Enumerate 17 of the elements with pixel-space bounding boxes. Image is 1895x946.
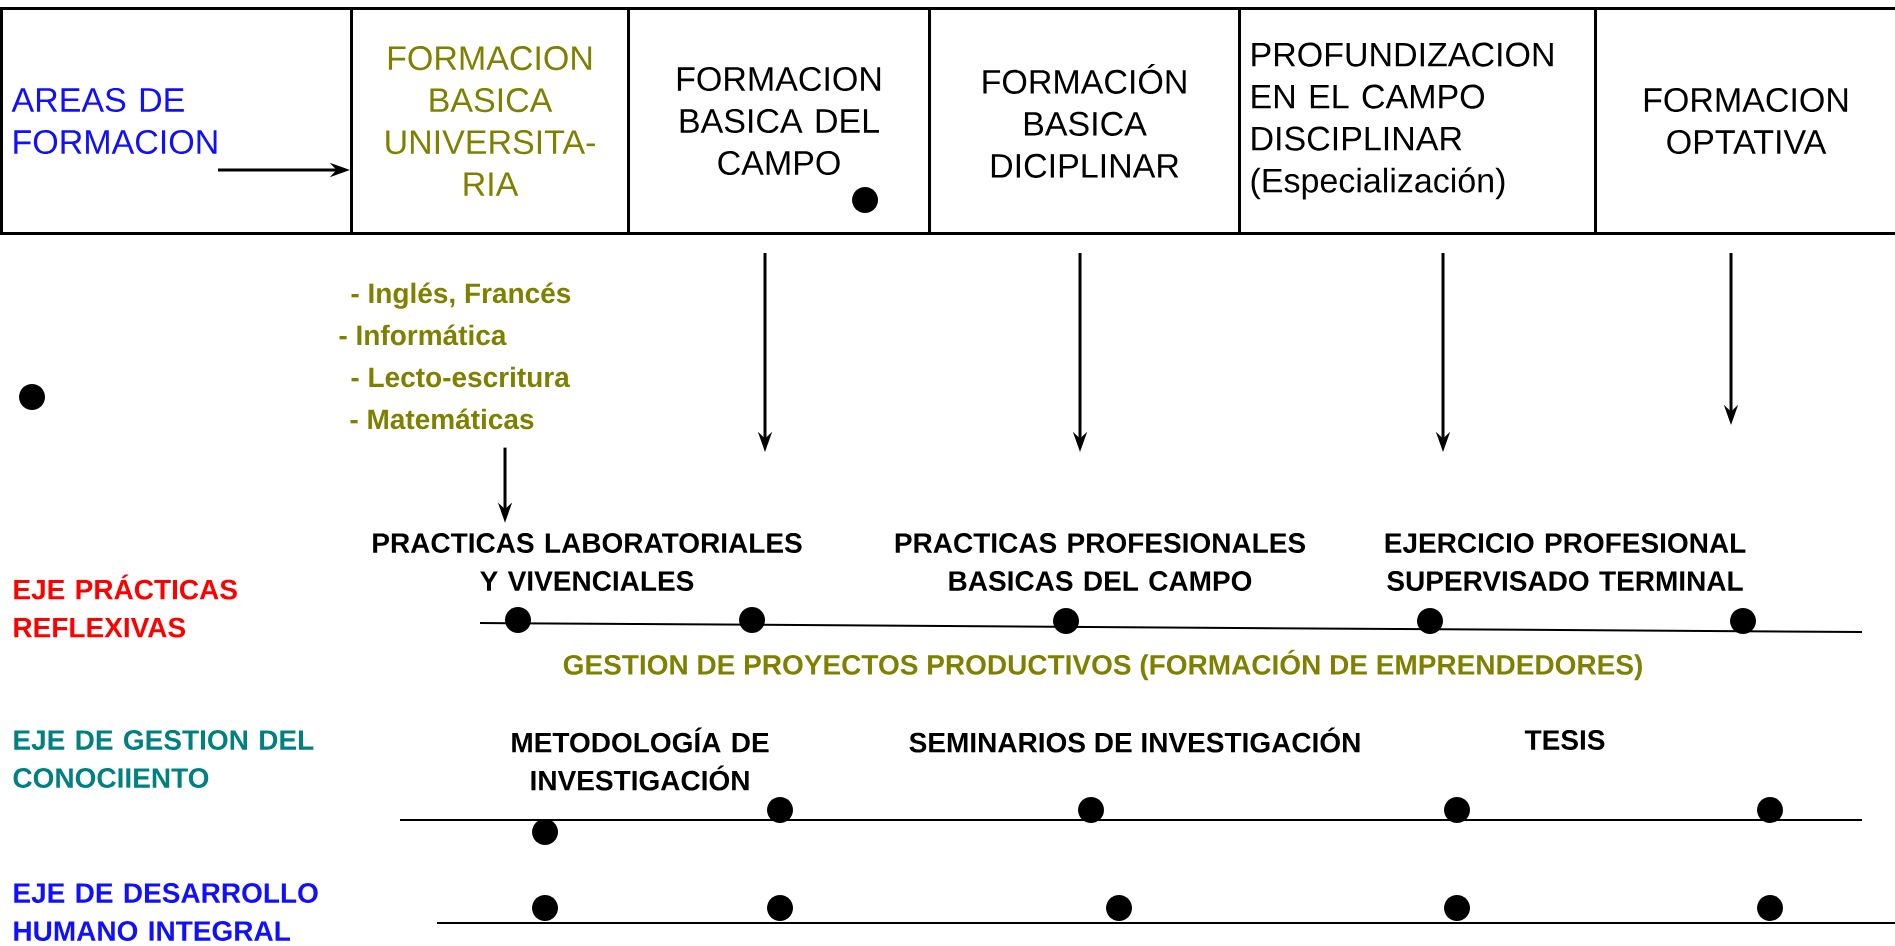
axis-label: EJE DE DESARROLLO HUMANO INTEGRAL <box>14 883 318 941</box>
header-cell: FORMACIÓN BASICA DICIPLINAR <box>928 7 1241 235</box>
activity-label: PRACTICAS LABORATORIALES Y VIVENCIALES <box>373 533 802 591</box>
header-cell: AREAS DE FORMACION <box>0 7 353 235</box>
topic-list: - Inglés, Francés - Informática - Lecto-escritura - Matemáticas <box>339 282 571 430</box>
activity-label: METODOLOGÍA DE INVESTIGACIÓN <box>512 727 769 791</box>
header-cell: FORMACION BASICA DEL CAMPO <box>627 7 931 235</box>
activity-label: EJERCICIO PROFESIONAL SUPERVISADO TERMINAL <box>1385 533 1746 591</box>
activity-label: TESIS <box>1524 730 1605 750</box>
activity-label: GESTION DE PROYECTOS PRODUCTIVOS (FORMACIÓN DE EMPRENDEDORES) <box>563 649 1642 681</box>
header-cell: PROFUNDIZACION EN EL CAMPO DISCIPLINAR (Especialización) <box>1238 7 1597 235</box>
header-cell: FORMACION OPTATIVA <box>1594 7 1895 235</box>
axis-label: EJE DE GESTION DEL CONOCIIENTO <box>13 730 314 788</box>
activity-label: SEMINARIOS DE INVESTIGACIÓN <box>909 727 1360 753</box>
header-cell: FORMACION BASICA UNIVERSITA- RIA <box>350 7 630 235</box>
activity-label: PRACTICAS PROFESIONALES BASICAS DEL CAMPO <box>895 533 1306 591</box>
axis-label: EJE PRÁCTICAS REFLEXIVAS <box>14 574 237 638</box>
